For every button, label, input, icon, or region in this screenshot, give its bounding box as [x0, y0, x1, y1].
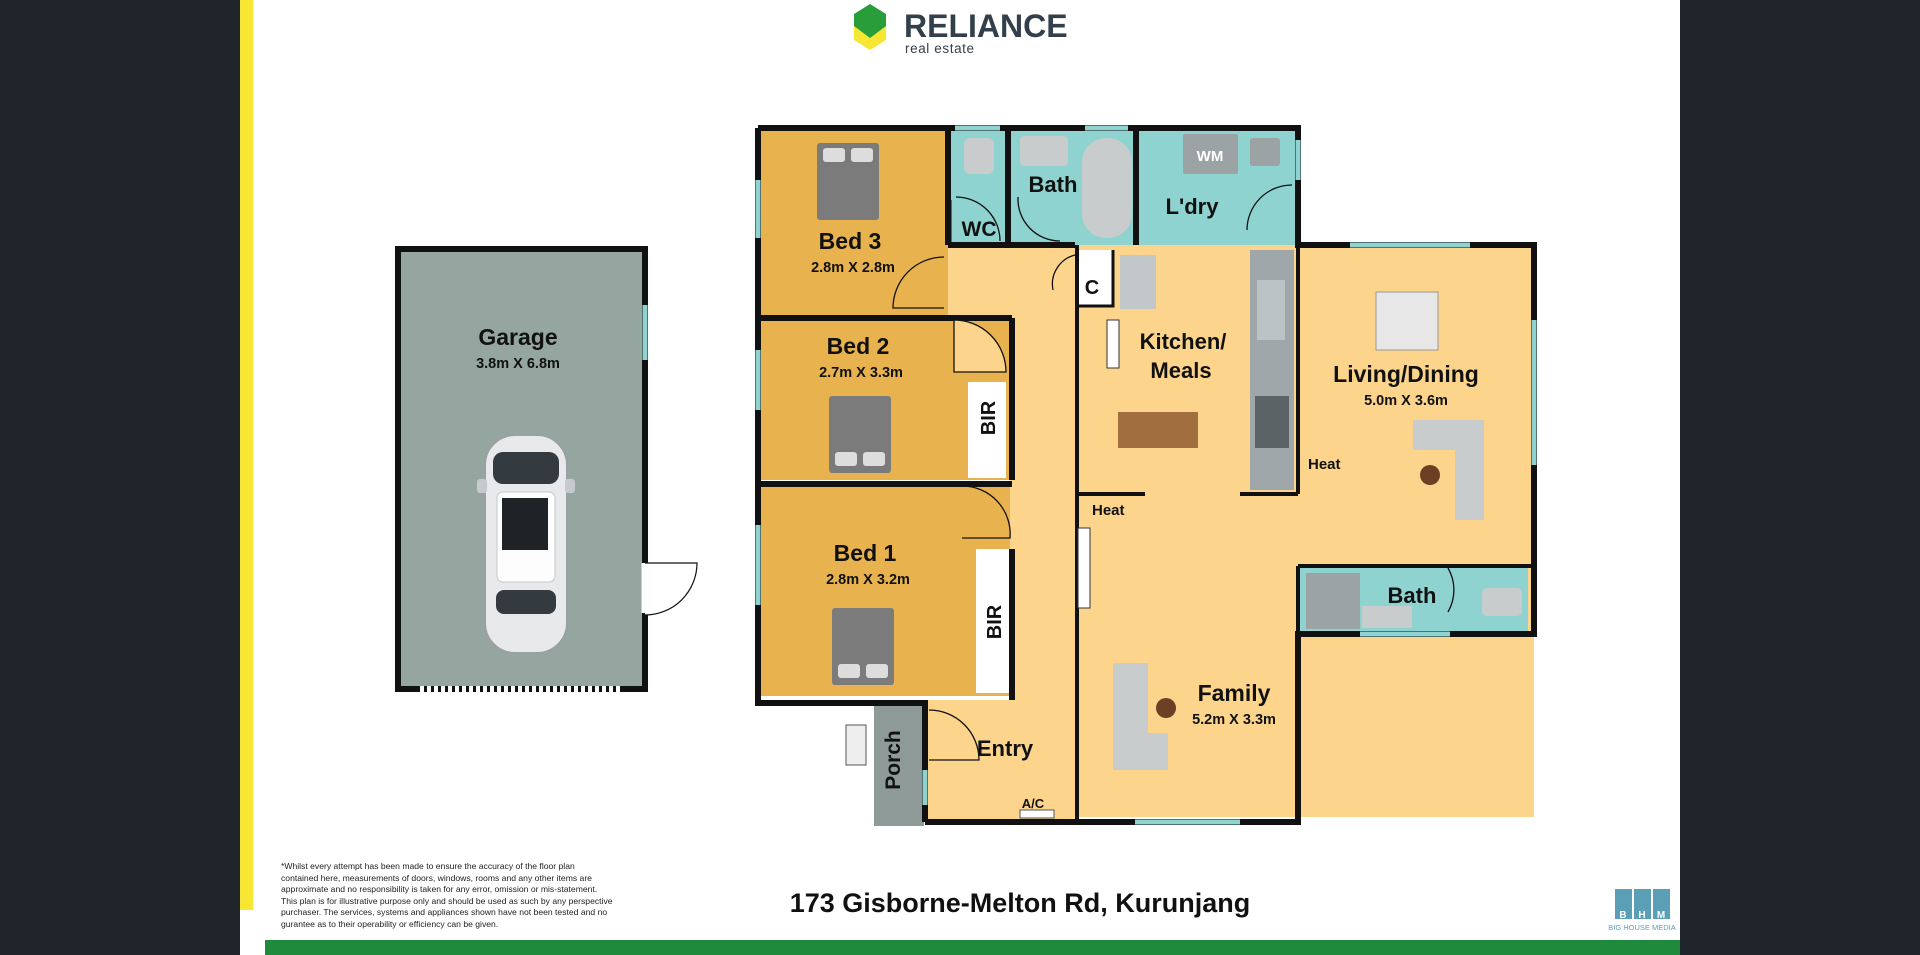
bir-bed2-floor	[968, 382, 1006, 478]
disclaimer-line: *Whilst every attempt has been made to e…	[281, 861, 575, 871]
disclaimer-line: approximate and no responsibility is tak…	[281, 884, 598, 895]
logo-mark-yellow	[854, 26, 886, 50]
family-label: Family	[1198, 680, 1271, 706]
family-size: 5.2m X 3.3m	[1192, 712, 1276, 728]
cupboard-floor	[1077, 250, 1113, 306]
windows	[755, 125, 1537, 825]
disclaimer: *Whilst every attempt has been made to e…	[281, 861, 633, 931]
property-address: 173 Gisborne-Melton Rd, Kurunjang	[789, 888, 1251, 918]
washing-machine-label: WM	[1197, 148, 1224, 165]
bir-bed1-floor	[976, 549, 1010, 693]
disclaimer-line: purchaser. The services, systems and app…	[281, 907, 608, 918]
toilet-bottom-icon	[1482, 588, 1522, 616]
bed2-size: 2.7m X 3.3m	[819, 365, 903, 381]
kitchen-heater-icon	[1106, 319, 1120, 369]
sink-icon	[1257, 280, 1285, 340]
family-sofa-icon	[1113, 663, 1168, 770]
garage-label: Garage	[478, 324, 557, 350]
garage-size: 3.8m X 6.8m	[476, 356, 560, 372]
vanity-bottom-icon	[1362, 606, 1412, 628]
doors-and-windows	[892, 184, 1455, 761]
bathtub-icon	[1082, 138, 1132, 238]
living-sofa-icon	[1413, 420, 1484, 520]
logo-tagline: real estate	[905, 41, 975, 56]
bed2-label: Bed 2	[827, 333, 890, 359]
logo-wordmark: RELIANCE	[904, 8, 1068, 44]
yellow-accent-bar	[240, 0, 253, 910]
dining-table-icon	[1375, 291, 1439, 351]
porch-label: Porch	[882, 730, 905, 790]
vanity-icon	[1020, 136, 1068, 166]
bed3-size: 2.8m X 2.8m	[811, 260, 895, 276]
green-footer-bar	[265, 940, 1680, 955]
toilet-icon	[964, 138, 994, 174]
shower-icon	[1306, 573, 1360, 629]
bhm-letter-h: H	[1638, 910, 1645, 921]
cooktop-icon	[1255, 396, 1289, 448]
house-floor	[758, 131, 1534, 826]
disclaimer-line: This plan is for illustrative purpose on…	[281, 895, 613, 906]
bed1-label: Bed 1	[834, 540, 897, 566]
porch-floor	[874, 706, 924, 826]
bhm-letter-b: B	[1619, 910, 1626, 921]
washing-machine-icon	[1183, 134, 1238, 174]
wc-label: WC	[962, 218, 997, 241]
meals-label: Meals	[1150, 358, 1211, 383]
cupboard-label: C	[1085, 277, 1099, 299]
entry-floor	[925, 700, 1078, 822]
heat-living-label: Heat	[1308, 456, 1341, 473]
family-rug-icon	[1156, 698, 1176, 718]
ac-unit-icon	[1019, 809, 1055, 819]
bath-top-label: Bath	[1029, 172, 1078, 197]
car-icon	[477, 434, 575, 654]
disclaimer-line: gurantee as to their operability or effi…	[281, 918, 499, 929]
bir-bed2-label: BIR	[978, 400, 1000, 435]
bhm-name: BIG HOUSE MEDIA	[1608, 923, 1676, 932]
living-rug-icon	[1420, 465, 1440, 485]
family-heater-icon	[1077, 527, 1091, 609]
bir-bed1-label: BIR	[984, 604, 1006, 639]
heat-family-label: Heat	[1092, 502, 1125, 519]
living-label: Living/Dining	[1333, 361, 1479, 387]
garage-door-swing	[644, 562, 698, 616]
bed3-label: Bed 3	[819, 228, 882, 254]
reliance-logo: RELIANCE real estate	[854, 4, 1068, 56]
kitchen-label: Kitchen/	[1140, 329, 1227, 354]
ac-label: A/C	[1022, 796, 1045, 811]
bhm-logo: B H M BIG HOUSE MEDIA	[1608, 889, 1676, 932]
laundry-trough-icon	[1250, 138, 1280, 166]
garage-room: Garage 3.8m X 6.8m	[395, 246, 698, 692]
living-size: 5.0m X 3.6m	[1364, 393, 1448, 409]
fridge-icon	[1120, 255, 1156, 309]
meals-table-icon	[1118, 412, 1198, 448]
fixtures	[817, 134, 1522, 819]
porch-step-icon	[845, 724, 867, 766]
disclaimer-line: contained here, measurements of doors, w…	[281, 872, 592, 883]
bed1-size: 2.8m X 3.2m	[826, 572, 910, 588]
laundry-label: L'dry	[1166, 194, 1220, 219]
bhm-letter-m: M	[1657, 910, 1665, 921]
bath-bottom-label: Bath	[1388, 583, 1437, 608]
entry-label: Entry	[977, 736, 1034, 761]
bed3-bed-icon	[817, 143, 879, 220]
room-labels: Bed 3 2.8m X 2.8m Bed 2 2.7m X 3.3m Bed …	[811, 148, 1479, 811]
